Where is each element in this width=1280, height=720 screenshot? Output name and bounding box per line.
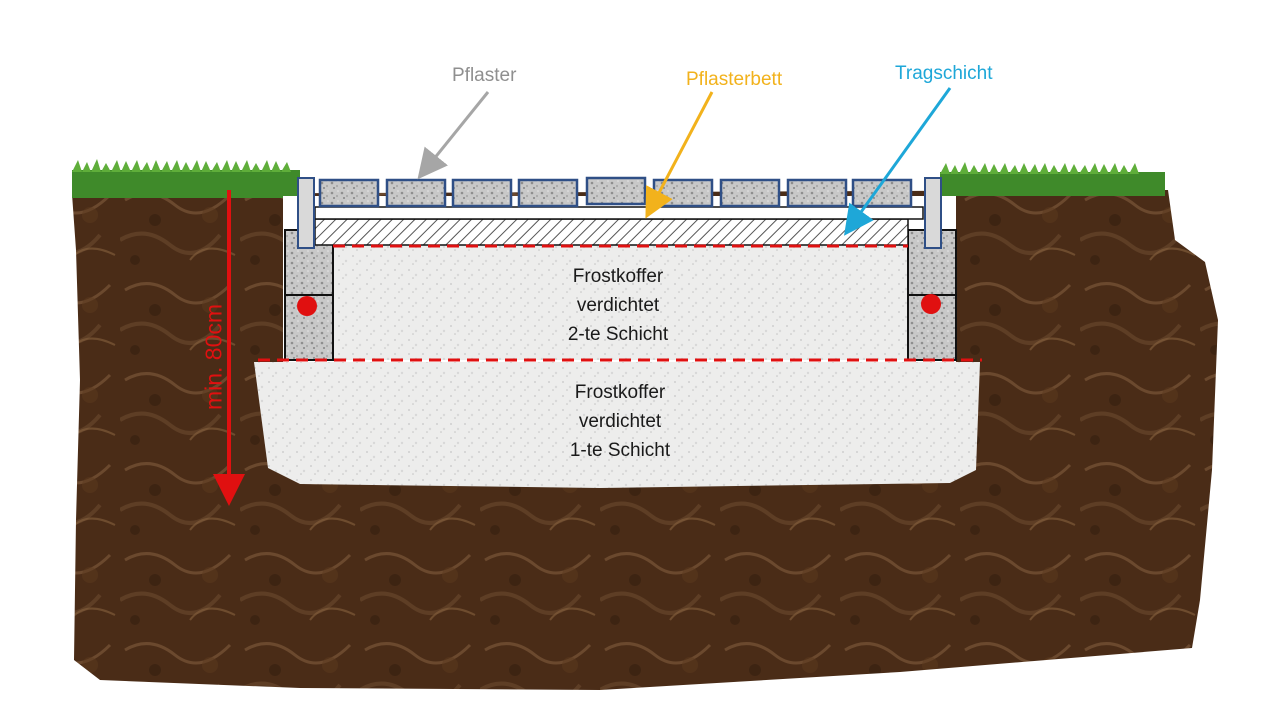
- frostkoffer-2-line-2: verdichtet: [576, 295, 660, 316]
- concrete-foundation-left: [284, 229, 334, 361]
- paving-stone: [318, 178, 380, 208]
- paving-stone: [719, 178, 781, 208]
- frostkoffer-layer-1: [254, 362, 980, 488]
- pflasterbett-arrow: [645, 91, 714, 219]
- label-tragschicht: Tragschicht: [895, 63, 993, 84]
- paving-stone: [517, 178, 579, 208]
- paving-stone: [385, 178, 447, 208]
- depth-label: min. 80cm: [200, 303, 227, 411]
- label-pflasterbett: Pflasterbett: [686, 69, 783, 90]
- paving-stones: [318, 176, 913, 208]
- red-dot-marker-left: [297, 296, 317, 316]
- red-dot-marker-right: [921, 294, 941, 314]
- paving-stone: [786, 178, 848, 208]
- paving-stone: [451, 178, 513, 208]
- pflaster-arrow: [417, 91, 490, 180]
- frostkoffer-1-line-3: 1-te Schicht: [569, 440, 671, 461]
- grass-strip-right: [940, 162, 1165, 196]
- tragschicht-arrow: [844, 87, 952, 236]
- frostkoffer-2-text: Frostkoffer verdichtet 2-te Schicht: [498, 262, 738, 349]
- curb-stone-right: [924, 177, 942, 249]
- pflasterbett-layer: [314, 206, 924, 220]
- frostkoffer-2-line-3: 2-te Schicht: [567, 324, 669, 345]
- tragschicht-layer: [314, 218, 909, 246]
- frostkoffer-1-line-2: verdichtet: [578, 411, 662, 432]
- curb-stone-left: [297, 177, 315, 249]
- grass-strip-left: [72, 159, 300, 198]
- label-pflaster: Pflaster: [452, 65, 517, 86]
- paving-stone: [585, 176, 647, 206]
- frostkoffer-layer-2: [333, 245, 908, 360]
- frostkoffer-1-text: Frostkoffer verdichtet 1-te Schicht: [500, 378, 740, 465]
- frostkoffer-2-line-1: Frostkoffer: [572, 266, 664, 287]
- frostkoffer-1-line-1: Frostkoffer: [574, 382, 666, 403]
